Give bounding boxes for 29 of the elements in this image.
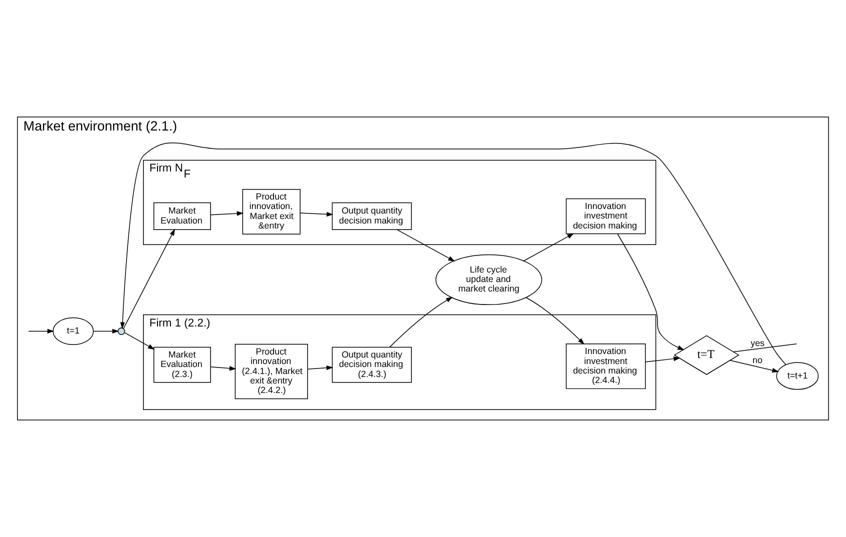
arrow xyxy=(523,233,574,262)
node-box: Output quantity decision making xyxy=(332,202,412,230)
arrow xyxy=(389,296,453,348)
arrow xyxy=(28,328,54,334)
arrow xyxy=(123,228,175,329)
arrow xyxy=(645,356,680,362)
arrow xyxy=(308,365,334,370)
node-circle xyxy=(118,327,126,335)
node-box: Innovation investment decision making (2.4.4.) xyxy=(566,344,646,390)
edge-label: yes xyxy=(750,338,765,348)
node-box: Innovation investment decision making xyxy=(566,198,646,234)
arrow xyxy=(124,332,155,350)
arrow xyxy=(617,234,684,350)
connector xyxy=(733,344,797,352)
node-ellipse: t=1 xyxy=(52,317,94,346)
arrow xyxy=(93,328,120,334)
node-box: Market Evaluation xyxy=(153,202,211,230)
arrow xyxy=(210,211,244,216)
arrow xyxy=(525,297,584,345)
edge-label: no xyxy=(752,355,762,366)
arrow xyxy=(730,360,779,373)
node-box: Product innovation, Market exit &entry xyxy=(242,189,301,235)
node-ellipse: t=t+1 xyxy=(776,362,819,390)
arrow xyxy=(120,142,786,366)
node-box: Output quantity decision making (2.4.3.) xyxy=(332,346,412,383)
arrow xyxy=(300,212,334,217)
arrow xyxy=(210,366,236,371)
node-box: Market Evaluation (2.3.) xyxy=(153,346,211,383)
node-box: Product innovation (2.4.1.), Market exit &entry (2.4.2.) xyxy=(234,344,308,400)
